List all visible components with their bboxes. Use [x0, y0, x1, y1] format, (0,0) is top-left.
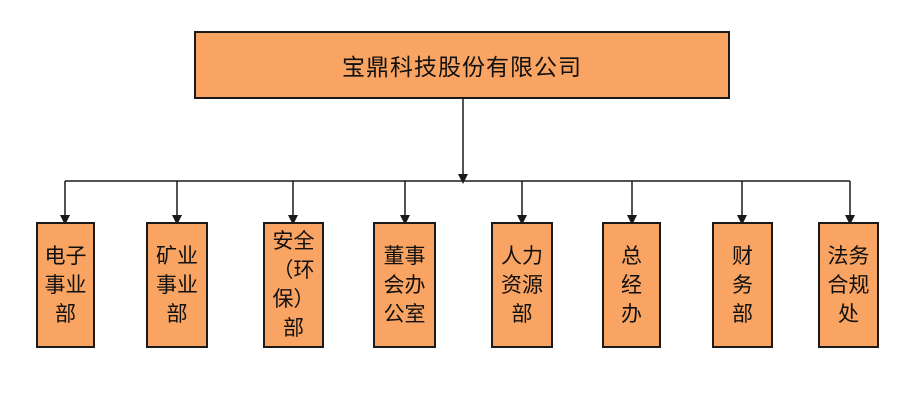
dept-box-legal: 法务 合规 处 — [818, 222, 879, 348]
dept-label-electronics: 电子 事业 部 — [44, 243, 87, 326]
dept-box-hr: 人力 资源 部 — [491, 222, 553, 348]
dept-box-board-office: 董事 会办 公室 — [373, 222, 436, 348]
dept-box-mining: 矿业 事业 部 — [146, 222, 208, 348]
dept-box-electronics: 电子 事业 部 — [36, 222, 95, 348]
root-node-box: 宝鼎科技股份有限公司 — [194, 31, 730, 99]
dept-label-gm-office: 总 经 办 — [621, 243, 642, 326]
root-node-label: 宝鼎科技股份有限公司 — [342, 55, 582, 81]
dept-label-legal: 法务 合规 处 — [827, 243, 870, 326]
dept-box-safety-env: 安全 （环 保） 部 — [263, 222, 324, 348]
dept-label-safety-env: 安全 （环 保） 部 — [272, 229, 315, 340]
dept-label-board-office: 董事 会办 公室 — [383, 243, 426, 326]
dept-label-mining: 矿业 事业 部 — [156, 243, 198, 326]
dept-label-hr: 人力 资源 部 — [501, 243, 543, 326]
dept-label-finance: 财 务 部 — [732, 243, 753, 326]
dept-box-gm-office: 总 经 办 — [602, 222, 661, 348]
dept-box-finance: 财 务 部 — [712, 222, 773, 348]
